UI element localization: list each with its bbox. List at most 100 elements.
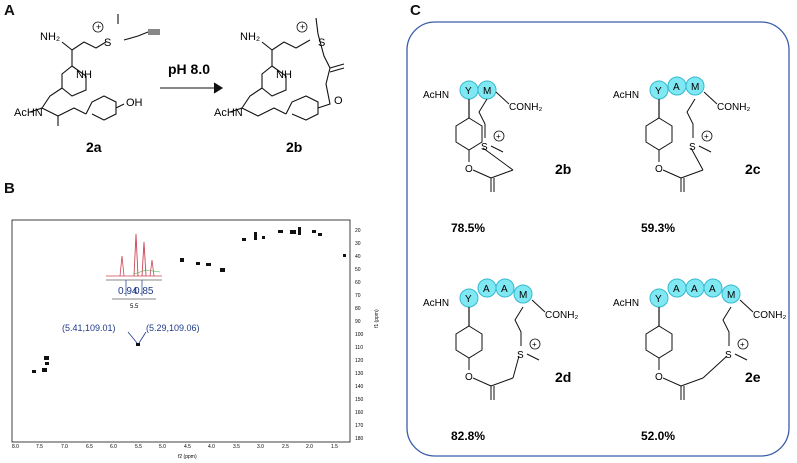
conh2-label: CONH₂ <box>753 310 786 321</box>
integral-2: 0.85 <box>134 286 154 297</box>
plot-frame <box>11 219 351 443</box>
sulfur-label: S <box>481 142 488 153</box>
chain-bonds <box>686 98 704 171</box>
oh-label: OH <box>126 97 143 109</box>
svg-text:60: 60 <box>355 280 361 286</box>
bond <box>531 299 546 313</box>
yield-percent: 82.8% <box>451 429 485 443</box>
bond <box>495 91 510 105</box>
cross-peaks <box>32 227 346 373</box>
methyl-bond <box>490 145 504 153</box>
panel-a-scheme: NH₂ NH AcHN OH S + 2a pH 8.0 NH₂ NH AcHN… <box>14 14 345 155</box>
svg-text:110: 110 <box>355 345 363 351</box>
product-s-label: S <box>318 37 325 49</box>
charge-circle <box>493 130 505 142</box>
nh2-label: NH₂ <box>40 31 60 43</box>
methyl-bond <box>526 353 540 361</box>
residue-bead <box>721 284 741 304</box>
oxygen-label: O <box>465 164 473 175</box>
yield-percent: 78.5% <box>451 221 485 235</box>
achn-label: AcHN <box>613 90 639 101</box>
residue-letter: M <box>727 290 735 301</box>
nh-label: NH <box>76 69 92 81</box>
oxygen-label: O <box>465 372 473 383</box>
sulfur-label: S <box>517 350 524 361</box>
methyl-bond <box>698 145 712 153</box>
svg-text:5.5: 5.5 <box>135 444 142 450</box>
charge-circle <box>92 21 104 33</box>
product-plus-label: + <box>300 22 305 32</box>
residue-letter: Y <box>655 294 662 305</box>
residue-letter: A <box>673 284 680 295</box>
reactant-label: 2a <box>86 139 102 155</box>
svg-text:180: 180 <box>355 436 364 442</box>
conh2-label: CONH₂ <box>545 310 578 321</box>
hsqc-spectrum: 0.94 0.85 5.5 (5.41,109.01) (5.29,109.06… <box>11 219 380 460</box>
svg-text:8.0: 8.0 <box>12 444 19 450</box>
linker-bonds <box>662 377 704 400</box>
residue-bead <box>685 76 705 96</box>
residue-letter: A <box>691 284 698 295</box>
y-axis-ticks: 20 30 40 50 60 70 80 90 100 110 120 130 … <box>355 228 364 442</box>
reaction-condition: pH 8.0 <box>168 61 210 77</box>
product-label: 2b <box>286 139 302 155</box>
yield-percent: 59.3% <box>641 221 675 235</box>
yield-percent: 52.0% <box>641 429 675 443</box>
svg-text:140: 140 <box>355 384 364 390</box>
residue-bead <box>703 278 723 298</box>
compound-label: 2d <box>555 369 571 385</box>
charge-circle <box>701 130 713 142</box>
residue-letter: A <box>673 82 680 93</box>
residue-letter: A <box>483 284 490 295</box>
svg-text:160: 160 <box>355 410 364 416</box>
linker-bonds <box>662 169 704 192</box>
inset-1d-spectrum <box>106 233 162 300</box>
svg-text:5.0: 5.0 <box>159 444 166 450</box>
bond <box>703 91 718 105</box>
residue-letter: M <box>519 290 527 301</box>
svg-text:3.0: 3.0 <box>257 444 264 450</box>
compound-label: 2e <box>745 369 761 385</box>
product-nh-label: NH <box>276 69 292 81</box>
annotation-left: (5.41,109.01) <box>62 323 116 333</box>
charge-plus: + <box>704 132 709 141</box>
s-label: S <box>104 37 111 49</box>
svg-text:130: 130 <box>355 371 364 377</box>
product-o-label: O <box>334 95 343 107</box>
svg-text:120: 120 <box>355 358 364 364</box>
charge-plus: + <box>740 340 745 349</box>
sulfur-label: S <box>689 142 696 153</box>
svg-text:80: 80 <box>355 306 361 312</box>
conh2-label: CONH₂ <box>509 102 542 113</box>
linker-bonds <box>472 377 514 400</box>
svg-text:20: 20 <box>355 228 361 234</box>
residue-letter: M <box>483 86 491 97</box>
inset-tick: 5.5 <box>130 304 139 310</box>
oxygen-label: O <box>655 372 663 383</box>
svg-text:1.5: 1.5 <box>331 444 338 450</box>
residue-letter: A <box>501 284 508 295</box>
svg-text:2.5: 2.5 <box>282 444 289 450</box>
svg-text:150: 150 <box>355 397 364 403</box>
sulfur-label: S <box>725 350 732 361</box>
residue-letter: A <box>709 284 716 295</box>
svg-text:170: 170 <box>355 423 364 429</box>
panel-a-letter: A <box>4 2 15 19</box>
x-axis-label: f2 (ppm) <box>178 454 197 460</box>
svg-text:6.5: 6.5 <box>86 444 93 450</box>
svg-text:40: 40 <box>355 254 361 260</box>
residue-letter: M <box>691 82 699 93</box>
oxygen-label: O <box>655 164 663 175</box>
charge-circle <box>737 338 749 350</box>
chain-bonds <box>702 306 732 379</box>
chain-bonds <box>512 306 524 379</box>
chain-bonds <box>478 98 514 171</box>
svg-text:2.0: 2.0 <box>306 444 313 450</box>
annotated-peak <box>136 343 140 346</box>
charge-circle <box>529 338 541 350</box>
residue-bead <box>513 284 533 304</box>
achn-label: AcHN <box>14 107 43 119</box>
svg-text:90: 90 <box>355 319 361 325</box>
svg-text:3.5: 3.5 <box>233 444 240 450</box>
charge-plus: + <box>496 132 501 141</box>
